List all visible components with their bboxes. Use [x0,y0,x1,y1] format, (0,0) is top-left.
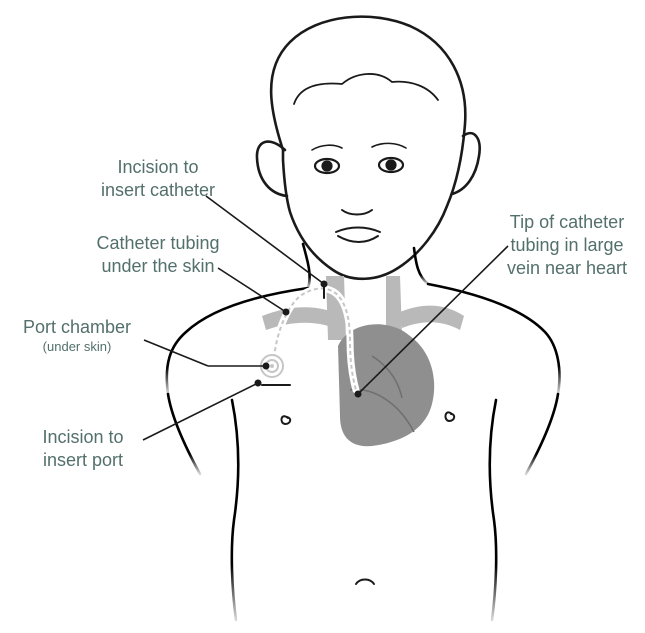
right-shoulder [428,284,559,394]
label-tip-catheter-line-2: tubing in large [494,234,640,257]
leader-incision-port [143,383,258,440]
label-incision-catheter: Incision to insert catheter [78,156,238,202]
dot-catheter-tubing [283,309,290,316]
dot-incision-port [255,380,262,387]
right-eyebrow [372,143,406,148]
navel [356,580,374,585]
left-eyebrow [312,145,342,150]
port-chamber-center [270,364,274,368]
mouth-lower [338,236,378,242]
label-incision-catheter-line-1: Incision to [78,156,238,179]
dot-tip-catheter [355,391,362,398]
dot-incision-catheter [321,281,328,288]
label-tip-catheter-line-1: Tip of catheter [494,211,640,234]
nose [342,210,372,215]
mouth-upper [336,228,380,233]
leader-tip-catheter [358,246,508,394]
dot-port-chamber [263,363,270,370]
right-pupil [387,161,396,170]
right-side [490,400,496,620]
neck-left [303,244,310,288]
right-ear [452,133,480,194]
label-incision-port-line-1: Incision to [24,426,142,449]
head-outline [271,17,465,279]
label-port-chamber-note: (under skin) [2,339,152,354]
left-pupil [323,162,332,171]
left-side [232,400,238,620]
label-port-chamber: Port chamber (under skin) [2,316,152,354]
hairline [294,74,438,104]
label-port-chamber-line-1: Port chamber [2,316,152,339]
label-catheter-tubing-line-1: Catheter tubing [58,232,258,255]
right-nipple [445,412,454,421]
label-catheter-tubing-line-2: under the skin [58,255,258,278]
head [257,17,480,279]
nose-mouth [336,210,380,242]
label-catheter-tubing: Catheter tubing under the skin [58,232,258,278]
neck-artery [386,276,402,334]
label-tip-catheter-line-3: vein near heart [494,257,640,280]
label-incision-port-line-2: insert port [24,449,142,472]
eyes [315,158,403,173]
label-tip-catheter: Tip of catheter tubing in large vein nea… [494,211,640,280]
right-subclavian [400,306,464,330]
left-arm [168,394,200,474]
left-nipple [281,416,290,424]
label-incision-port: Incision to insert port [24,426,142,472]
left-shoulder [167,288,308,394]
label-incision-catheter-line-2: insert catheter [78,179,238,202]
right-arm [526,394,558,474]
